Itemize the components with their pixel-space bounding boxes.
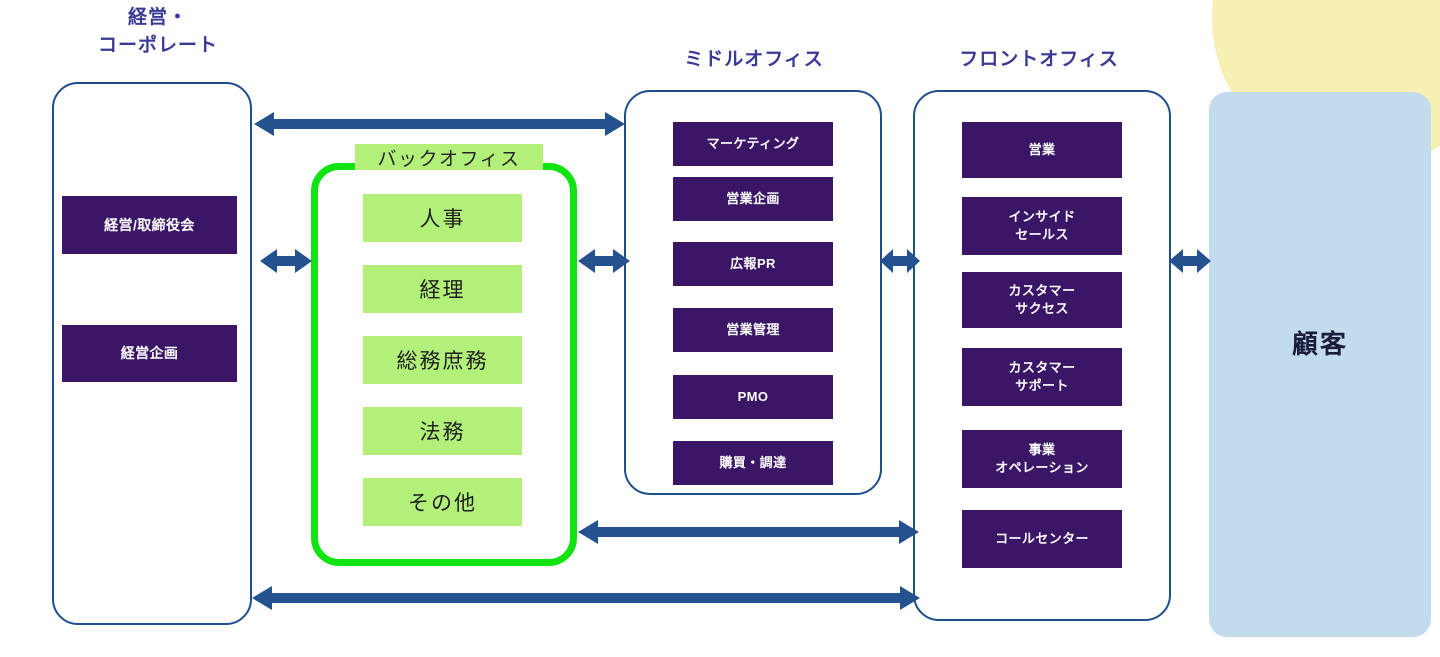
back-office-item-general-affairs[interactable]: 総務庶務	[363, 336, 522, 384]
back-office-item-accounting[interactable]: 経理	[363, 265, 522, 313]
middle-office-item-procurement[interactable]: 購買・調達	[673, 441, 833, 485]
arrow-front-office-to-customer	[1167, 246, 1213, 276]
corporate-item-planning[interactable]: 経営企画	[62, 325, 237, 382]
front-office-item-customer-success[interactable]: カスタマー サクセス	[962, 272, 1122, 328]
front-office-item-inside-sales[interactable]: インサイド セールス	[962, 197, 1122, 255]
front-office-column-label: フロントオフィス	[959, 49, 1119, 70]
customer-panel[interactable]: 顧客	[1209, 92, 1431, 637]
arrow-back-office-to-front-office	[576, 517, 921, 547]
middle-office-item-sales-planning[interactable]: 営業企画	[673, 177, 833, 221]
front-office-item-business-operation[interactable]: 事業 オペレーション	[962, 430, 1122, 488]
front-office-item-call-center[interactable]: コールセンター	[962, 510, 1122, 568]
arrow-corporate-to-middle-office	[252, 109, 627, 139]
arrow-corporate-to-front-office	[250, 583, 922, 613]
back-office-title: バックオフィス	[355, 144, 543, 170]
front-office-item-customer-support[interactable]: カスタマー サポート	[962, 348, 1122, 406]
arrow-middle-office-to-front-office	[878, 246, 922, 276]
arrow-back-office-to-middle-office	[576, 246, 632, 276]
middle-office-item-sales-management[interactable]: 営業管理	[673, 308, 833, 352]
back-office-item-other[interactable]: その他	[363, 478, 522, 526]
middle-office-item-pr[interactable]: 広報PR	[673, 242, 833, 286]
customer-label: 顧客	[1291, 329, 1348, 359]
corporate-column-label: 経営・ コーポレート	[97, 7, 218, 56]
back-office-item-hr[interactable]: 人事	[363, 194, 522, 242]
arrow-corporate-to-back-office	[258, 246, 314, 276]
middle-office-item-marketing[interactable]: マーケティング	[673, 122, 833, 166]
back-office-item-legal[interactable]: 法務	[363, 407, 522, 455]
middle-office-item-pmo[interactable]: PMO	[673, 375, 833, 419]
front-office-item-sales[interactable]: 営業	[962, 122, 1122, 178]
corporate-item-board[interactable]: 経営/取締役会	[62, 196, 237, 254]
middle-office-column-label: ミドルオフィス	[684, 49, 824, 70]
